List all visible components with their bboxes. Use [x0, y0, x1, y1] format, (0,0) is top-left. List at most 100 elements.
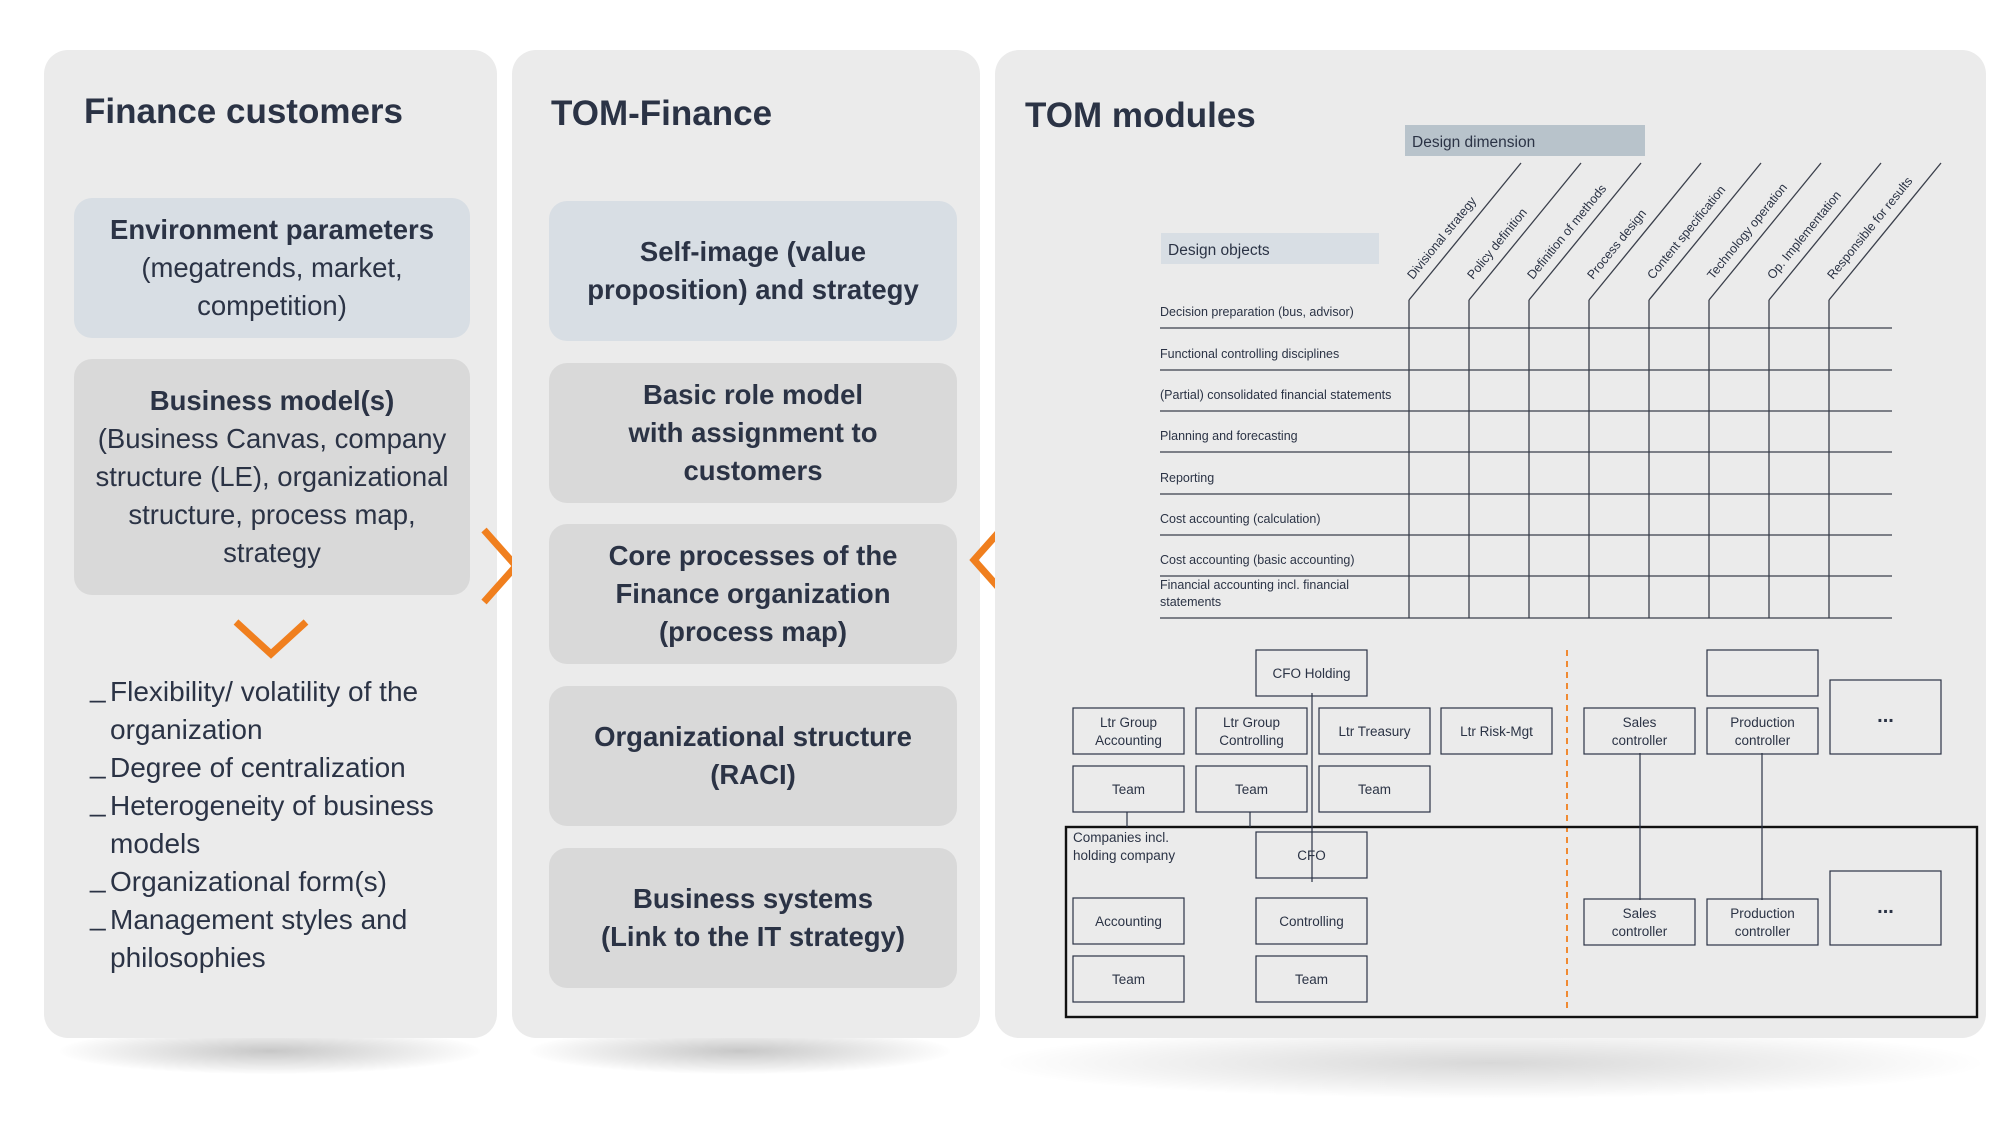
sales-controller-box-label: controller: [1612, 924, 1668, 939]
ellipsis-box-label: ...: [1877, 896, 1894, 918]
box-line: structure (LE), organizational: [95, 461, 449, 492]
design-object-label: Cost accounting (basic accounting): [1160, 553, 1355, 567]
team-box-label: Team: [1235, 782, 1268, 797]
box-line: (megatrends, market,: [141, 252, 403, 283]
accounting-box-label: Accounting: [1095, 914, 1162, 929]
design-object-label: Cost accounting (calculation): [1160, 512, 1321, 526]
organizational-structure-box: Organizational structure (RACI): [549, 686, 957, 826]
sales-controller-box-label: Sales: [1623, 715, 1657, 730]
list-item: Organizational form(s): [86, 859, 466, 901]
design-dimension-label: Responsible for results: [1824, 174, 1915, 282]
design-object-label: Reporting: [1160, 471, 1214, 485]
design-dimension-label: Design dimension: [1412, 134, 1535, 151]
design-dimension-label-bg: [1405, 125, 1645, 156]
production-controller-box-label: controller: [1735, 924, 1791, 939]
team-box-label: Team: [1112, 782, 1145, 797]
companies-frame: [1064, 825, 1979, 1019]
ltr-group-accounting-box-label: Accounting: [1095, 733, 1162, 748]
design-objects-label-bg: [1161, 233, 1379, 264]
team-box-label: Team: [1295, 972, 1328, 987]
production-controller-box: [1706, 707, 1819, 755]
ltr-group-controlling-box-label: Ltr Group: [1223, 715, 1280, 730]
cfo-box-label: CFO: [1297, 848, 1326, 863]
cfo-holding-box: [1255, 649, 1368, 697]
design-dimension-label: Policy definition: [1464, 206, 1530, 282]
team-box: [1072, 765, 1185, 813]
controlling-box: [1255, 897, 1368, 945]
team-box-label: Team: [1358, 782, 1391, 797]
design-matrix: Decision preparation (bus, advisor) Funct…: [1160, 162, 1942, 619]
business-models-box: Business model(s) (Business Canvas, comp…: [74, 359, 470, 595]
matrix-column-slant: [1528, 162, 1642, 301]
production-controller-box-label: controller: [1735, 733, 1791, 748]
team-box-label: Team: [1112, 972, 1145, 987]
box-line: Organizational structure: [594, 721, 912, 752]
matrix-column-slant: [1468, 162, 1582, 301]
team-box: [1318, 765, 1431, 813]
ellipsis-box: [1829, 870, 1942, 946]
list-item: Degree of centralization: [86, 745, 466, 787]
matrix-column-slant: [1648, 162, 1762, 301]
design-dimension-label: Process design: [1584, 207, 1649, 282]
business-systems-box: Business systems (Link to the IT strateg…: [549, 848, 957, 988]
matrix-column-slant: [1828, 162, 1942, 301]
properties-list: Flexibility/ volatility of theorganizati…: [86, 669, 466, 977]
design-object-label: statements: [1160, 595, 1221, 609]
ltr-treasury-box-label: Ltr Treasury: [1338, 724, 1410, 739]
design-object-label: Financial accounting incl. financial: [1160, 578, 1349, 592]
box-line: (Business Canvas, company: [97, 423, 447, 454]
production-controller-box-label: Production: [1730, 715, 1795, 730]
ltr-group-accounting-box: [1072, 707, 1185, 755]
companies-label: Companies incl.: [1073, 830, 1169, 845]
box-line: strategy: [223, 537, 321, 568]
tom-modules-panel: TOM modules Design dimension Design obje…: [995, 50, 1986, 1038]
sales-controller-box-label: controller: [1612, 733, 1668, 748]
sales-controller-box: [1583, 707, 1696, 755]
empty-box: [1706, 649, 1819, 697]
core-processes-box: Core processes of the Finance organizati…: [549, 524, 957, 664]
box-line: Core processes of the: [608, 540, 898, 571]
ltr-group-accounting-box-label: Ltr Group: [1100, 715, 1157, 730]
box-line: (process map): [659, 616, 847, 647]
ltr-risk-box: [1440, 707, 1553, 755]
finance-customers-panel: Finance customers Environment parameters…: [44, 50, 497, 1038]
sales-controller-box: [1583, 898, 1696, 946]
team-box: [1255, 955, 1368, 1003]
design-object-label: (Partial) consolidated financial stateme…: [1160, 388, 1391, 402]
box-heading: Environment parameters: [110, 214, 434, 245]
sales-controller-box-label: Sales: [1623, 906, 1657, 921]
panel-title: Finance customers: [84, 92, 403, 131]
team-box: [1195, 765, 1308, 813]
box-line: competition): [197, 290, 347, 321]
box-line: (RACI): [710, 759, 796, 790]
box-line: with assignment to customers: [628, 417, 878, 486]
ltr-risk-box-label: Ltr Risk-Mgt: [1460, 724, 1533, 739]
box-line: Finance organization: [615, 578, 891, 609]
production-controller-box: [1706, 898, 1819, 946]
environment-parameters-box: Environment parameters (megatrends, mark…: [74, 198, 470, 338]
accounting-box: [1072, 897, 1185, 945]
ltr-group-controlling-box: [1195, 707, 1308, 755]
box-line: Business systems: [633, 883, 873, 914]
cfo-box: [1255, 831, 1368, 879]
companies-label: holding company: [1073, 848, 1175, 863]
box-line: Basic role model: [642, 379, 864, 410]
team-box: [1072, 955, 1185, 1003]
ellipsis-box: [1829, 679, 1942, 755]
matrix-column-slant: [1408, 162, 1522, 301]
cfo-holding-box-label: CFO Holding: [1272, 666, 1350, 681]
design-objects-label: Design objects: [1168, 242, 1270, 259]
panel-title: TOM-Finance: [551, 94, 773, 133]
ltr-group-controlling-box-label: Controlling: [1219, 733, 1284, 748]
controlling-box-label: Controlling: [1279, 914, 1344, 929]
list-item: Flexibility/ volatility of theorganizati…: [86, 669, 466, 749]
design-object-label: Functional controlling disciplines: [1160, 347, 1339, 361]
panel-title: TOM modules: [1025, 96, 1256, 135]
design-object-label: Decision preparation (bus, advisor): [1160, 305, 1354, 319]
box-line: structure, process map,: [128, 499, 416, 530]
tom-modules-diagram: Design dimension Design objects Decision…: [1064, 125, 1979, 1019]
box-line: proposition) and strategy: [587, 274, 919, 305]
ltr-treasury-box: [1318, 707, 1431, 755]
